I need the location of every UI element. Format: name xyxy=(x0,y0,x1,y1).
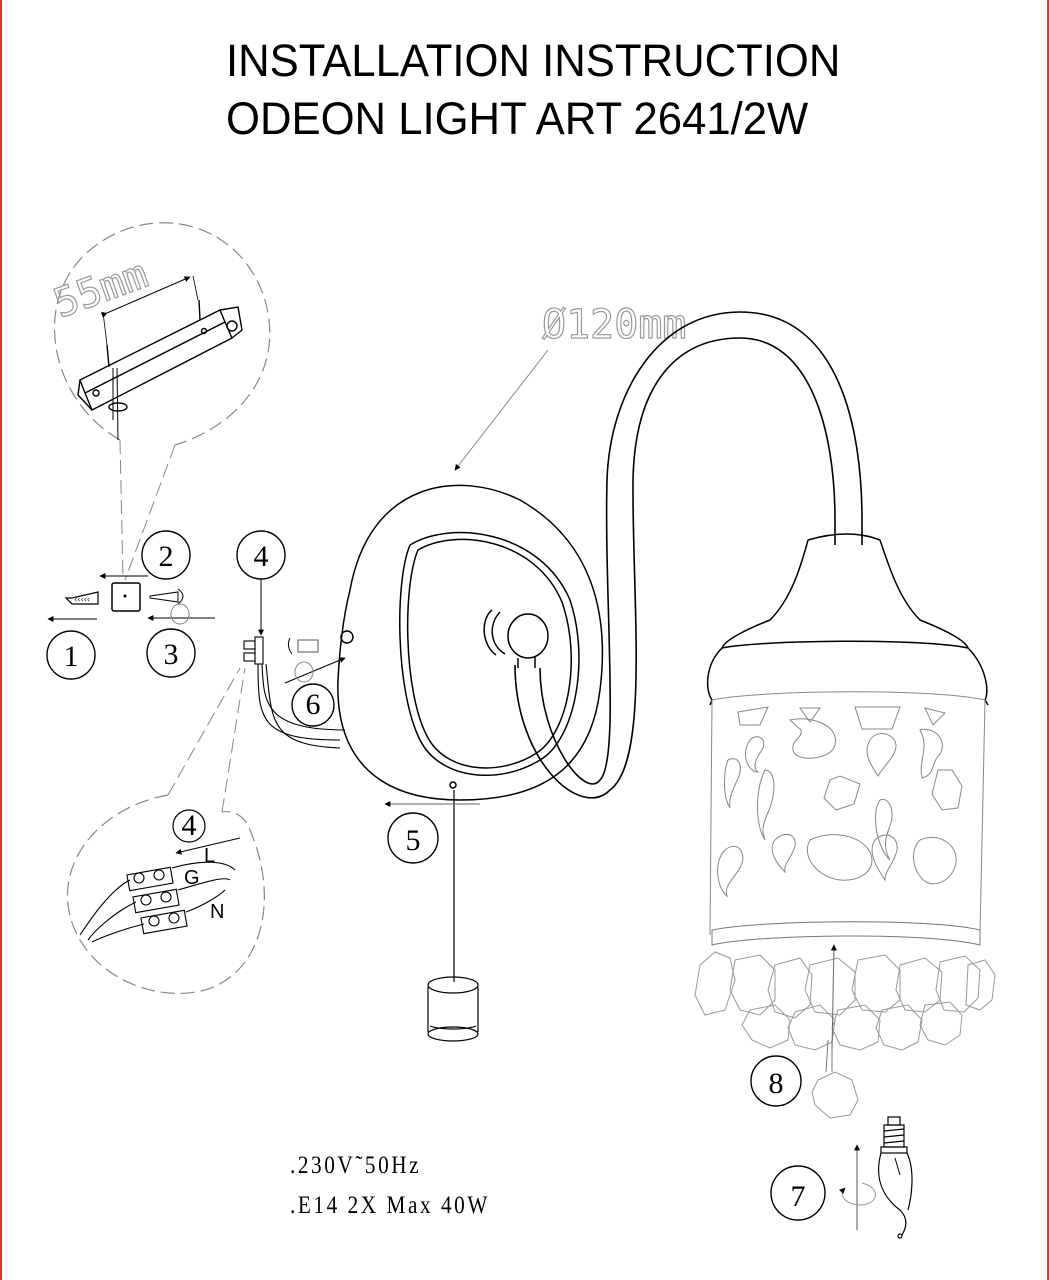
step-badge-4: 4 xyxy=(236,530,286,580)
step-badge-5: 5 xyxy=(387,812,439,864)
anchor-block-icon xyxy=(111,582,141,612)
mounting-bracket-icon xyxy=(77,299,243,441)
wall-plug-icon: ‹‹‹‹‹ xyxy=(64,591,99,605)
svg-text:1: 1 xyxy=(64,640,79,673)
page-border-left xyxy=(0,0,2,1280)
step-badge-8: 8 xyxy=(750,1055,802,1107)
bulb-spec: .E14 2X Max 40W xyxy=(290,1192,490,1219)
document-title: INSTALLATION INSTRUCTION xyxy=(226,35,841,86)
step-badge-2: 2 xyxy=(141,530,191,580)
page-border-right xyxy=(1047,0,1049,1280)
voltage-spec: .230V˜50Hz xyxy=(290,1152,422,1179)
svg-text:6: 6 xyxy=(306,688,321,721)
lamp-cap xyxy=(706,533,989,706)
lamp-arm xyxy=(514,311,863,799)
canopy-diameter-dimension: Ø120mm xyxy=(542,302,687,348)
svg-text:4: 4 xyxy=(254,540,269,573)
svg-text:G: G xyxy=(184,867,200,889)
svg-text:L: L xyxy=(204,845,215,867)
svg-text:7: 7 xyxy=(791,1180,806,1213)
svg-text:3: 3 xyxy=(164,638,179,671)
crystal-drops xyxy=(694,944,996,1119)
product-model-title: ODEON LIGHT ART 2641/2W xyxy=(226,93,809,144)
step-badge-1: 1 xyxy=(46,630,96,680)
wiring-detail-bubble: 4 L G N xyxy=(66,667,265,994)
step-badge-7: 7 xyxy=(770,1165,826,1221)
decorative-shade xyxy=(709,691,986,946)
svg-text:N: N xyxy=(210,901,224,923)
svg-text:4: 4 xyxy=(182,809,197,842)
side-screw-icon xyxy=(284,637,346,684)
candle-bulb-icon xyxy=(878,1116,913,1239)
terminal-connector-icon xyxy=(243,636,346,749)
wall-canopy-plate xyxy=(337,484,604,801)
bracket-spacing-dimension: 55mm xyxy=(48,251,154,327)
svg-text:5: 5 xyxy=(406,824,421,857)
pull-cord-weight xyxy=(427,790,479,1042)
svg-text:‹‹‹‹‹: ‹‹‹‹‹ xyxy=(74,595,90,604)
screw-icon xyxy=(147,588,215,625)
step-badge-6: 6 xyxy=(291,683,335,727)
bracket-detail-bubble: 55mm xyxy=(47,222,271,581)
step-badge-3: 3 xyxy=(146,628,196,678)
svg-text:8: 8 xyxy=(769,1067,784,1100)
svg-text:2: 2 xyxy=(159,540,174,573)
